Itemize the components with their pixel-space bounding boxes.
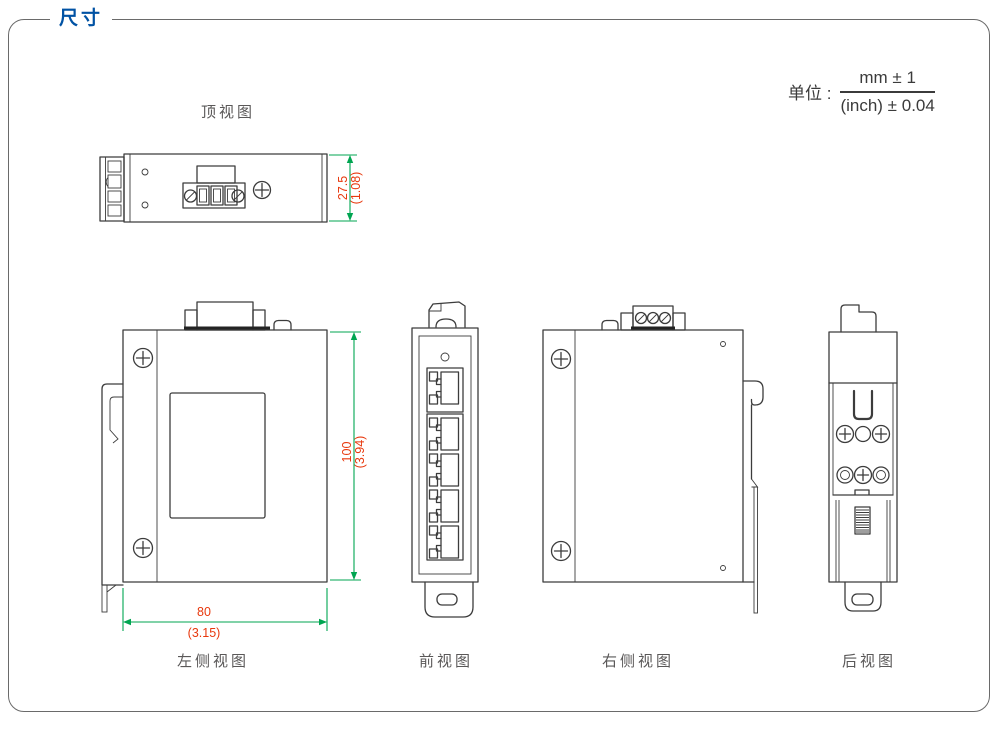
terminal-profile-top <box>184 301 292 331</box>
bracket-screw <box>871 424 891 444</box>
right-side-view <box>542 305 764 614</box>
grounding-screw <box>252 180 272 200</box>
din-clip-top <box>428 301 466 328</box>
vent-hole <box>720 341 726 347</box>
units-note: 单位 : mm ± 1 (inch) ± 0.04 <box>788 68 935 116</box>
rear-view <box>828 304 898 612</box>
front-view <box>411 301 479 618</box>
dimension-height: 100 (3.94) <box>330 331 367 581</box>
bracket-side-edges <box>832 383 894 495</box>
dim-depth-mm: 27.5 <box>336 176 350 200</box>
dim-height-inch: (3.94) <box>353 436 367 469</box>
din-rail-bracket <box>101 383 124 613</box>
product-label-area <box>169 392 266 519</box>
rj45-port <box>428 453 460 487</box>
led-indicator <box>440 352 450 362</box>
dimension-width: 80 (3.15) <box>122 588 328 640</box>
view-label-front: 前视图 <box>418 653 474 670</box>
units-fraction: mm ± 1 (inch) ± 0.04 <box>840 68 935 116</box>
mounting-screw <box>132 347 154 369</box>
front-body-outline <box>411 327 479 583</box>
left-side-view: 100 (3.94) 80 (3.15) <box>101 301 367 640</box>
din-rail-hook <box>742 380 764 614</box>
rj45-port <box>428 489 460 523</box>
rj45-port <box>428 525 460 559</box>
terminal-block-top <box>601 305 686 331</box>
mounting-screw <box>132 537 154 559</box>
view-label-rear: 后视图 <box>841 653 897 670</box>
bracket-ring <box>872 466 890 484</box>
mounting-screw <box>550 540 572 562</box>
units-inch-tolerance: (inch) ± 0.04 <box>840 95 935 115</box>
dimension-depth: 27.5 (1.08) <box>329 154 363 222</box>
fraction-divider <box>840 91 935 93</box>
u-slot <box>852 389 874 421</box>
view-label-left-side: 左侧视图 <box>176 653 250 670</box>
bracket-hole <box>854 425 872 443</box>
view-label-right-side: 右侧视图 <box>601 653 675 670</box>
mounting-tab <box>424 581 474 618</box>
dim-width-mm: 80 <box>197 605 211 619</box>
units-label: 单位 : <box>788 84 832 104</box>
mounting-screw <box>550 348 572 370</box>
front-panel-inset <box>418 335 472 575</box>
rear-body-outline <box>828 331 898 583</box>
latch-spring <box>854 506 871 535</box>
left-body-outline <box>122 329 328 583</box>
bracket-screw <box>835 424 855 444</box>
content-frame-border <box>8 19 990 712</box>
port1-bezel <box>426 367 464 413</box>
bracket-ring <box>836 466 854 484</box>
mounting-tab <box>844 581 882 612</box>
right-body-outline <box>542 329 744 583</box>
view-label-top: 顶视图 <box>200 104 256 121</box>
units-mm-tolerance: mm ± 1 <box>859 68 916 87</box>
bracket-screw <box>853 465 873 485</box>
rj45-port <box>428 417 460 451</box>
power-terminal-block <box>182 165 246 209</box>
top-body <box>123 153 328 223</box>
latch-slide-edges <box>835 500 891 582</box>
bracket-bottom-edge <box>832 489 894 496</box>
rj45-port <box>428 371 460 405</box>
port-group-bezel <box>426 413 464 561</box>
top-view: 27.5 (1.08) <box>99 153 363 223</box>
dim-width-inch: (3.15) <box>188 626 221 640</box>
vent-hole <box>720 565 726 571</box>
page-title: 尺寸 <box>50 7 113 31</box>
dim-height-mm: 100 <box>340 442 354 463</box>
din-clip-side <box>99 156 125 222</box>
dim-depth-inch: (1.08) <box>349 172 363 205</box>
din-clip-top <box>840 304 877 333</box>
